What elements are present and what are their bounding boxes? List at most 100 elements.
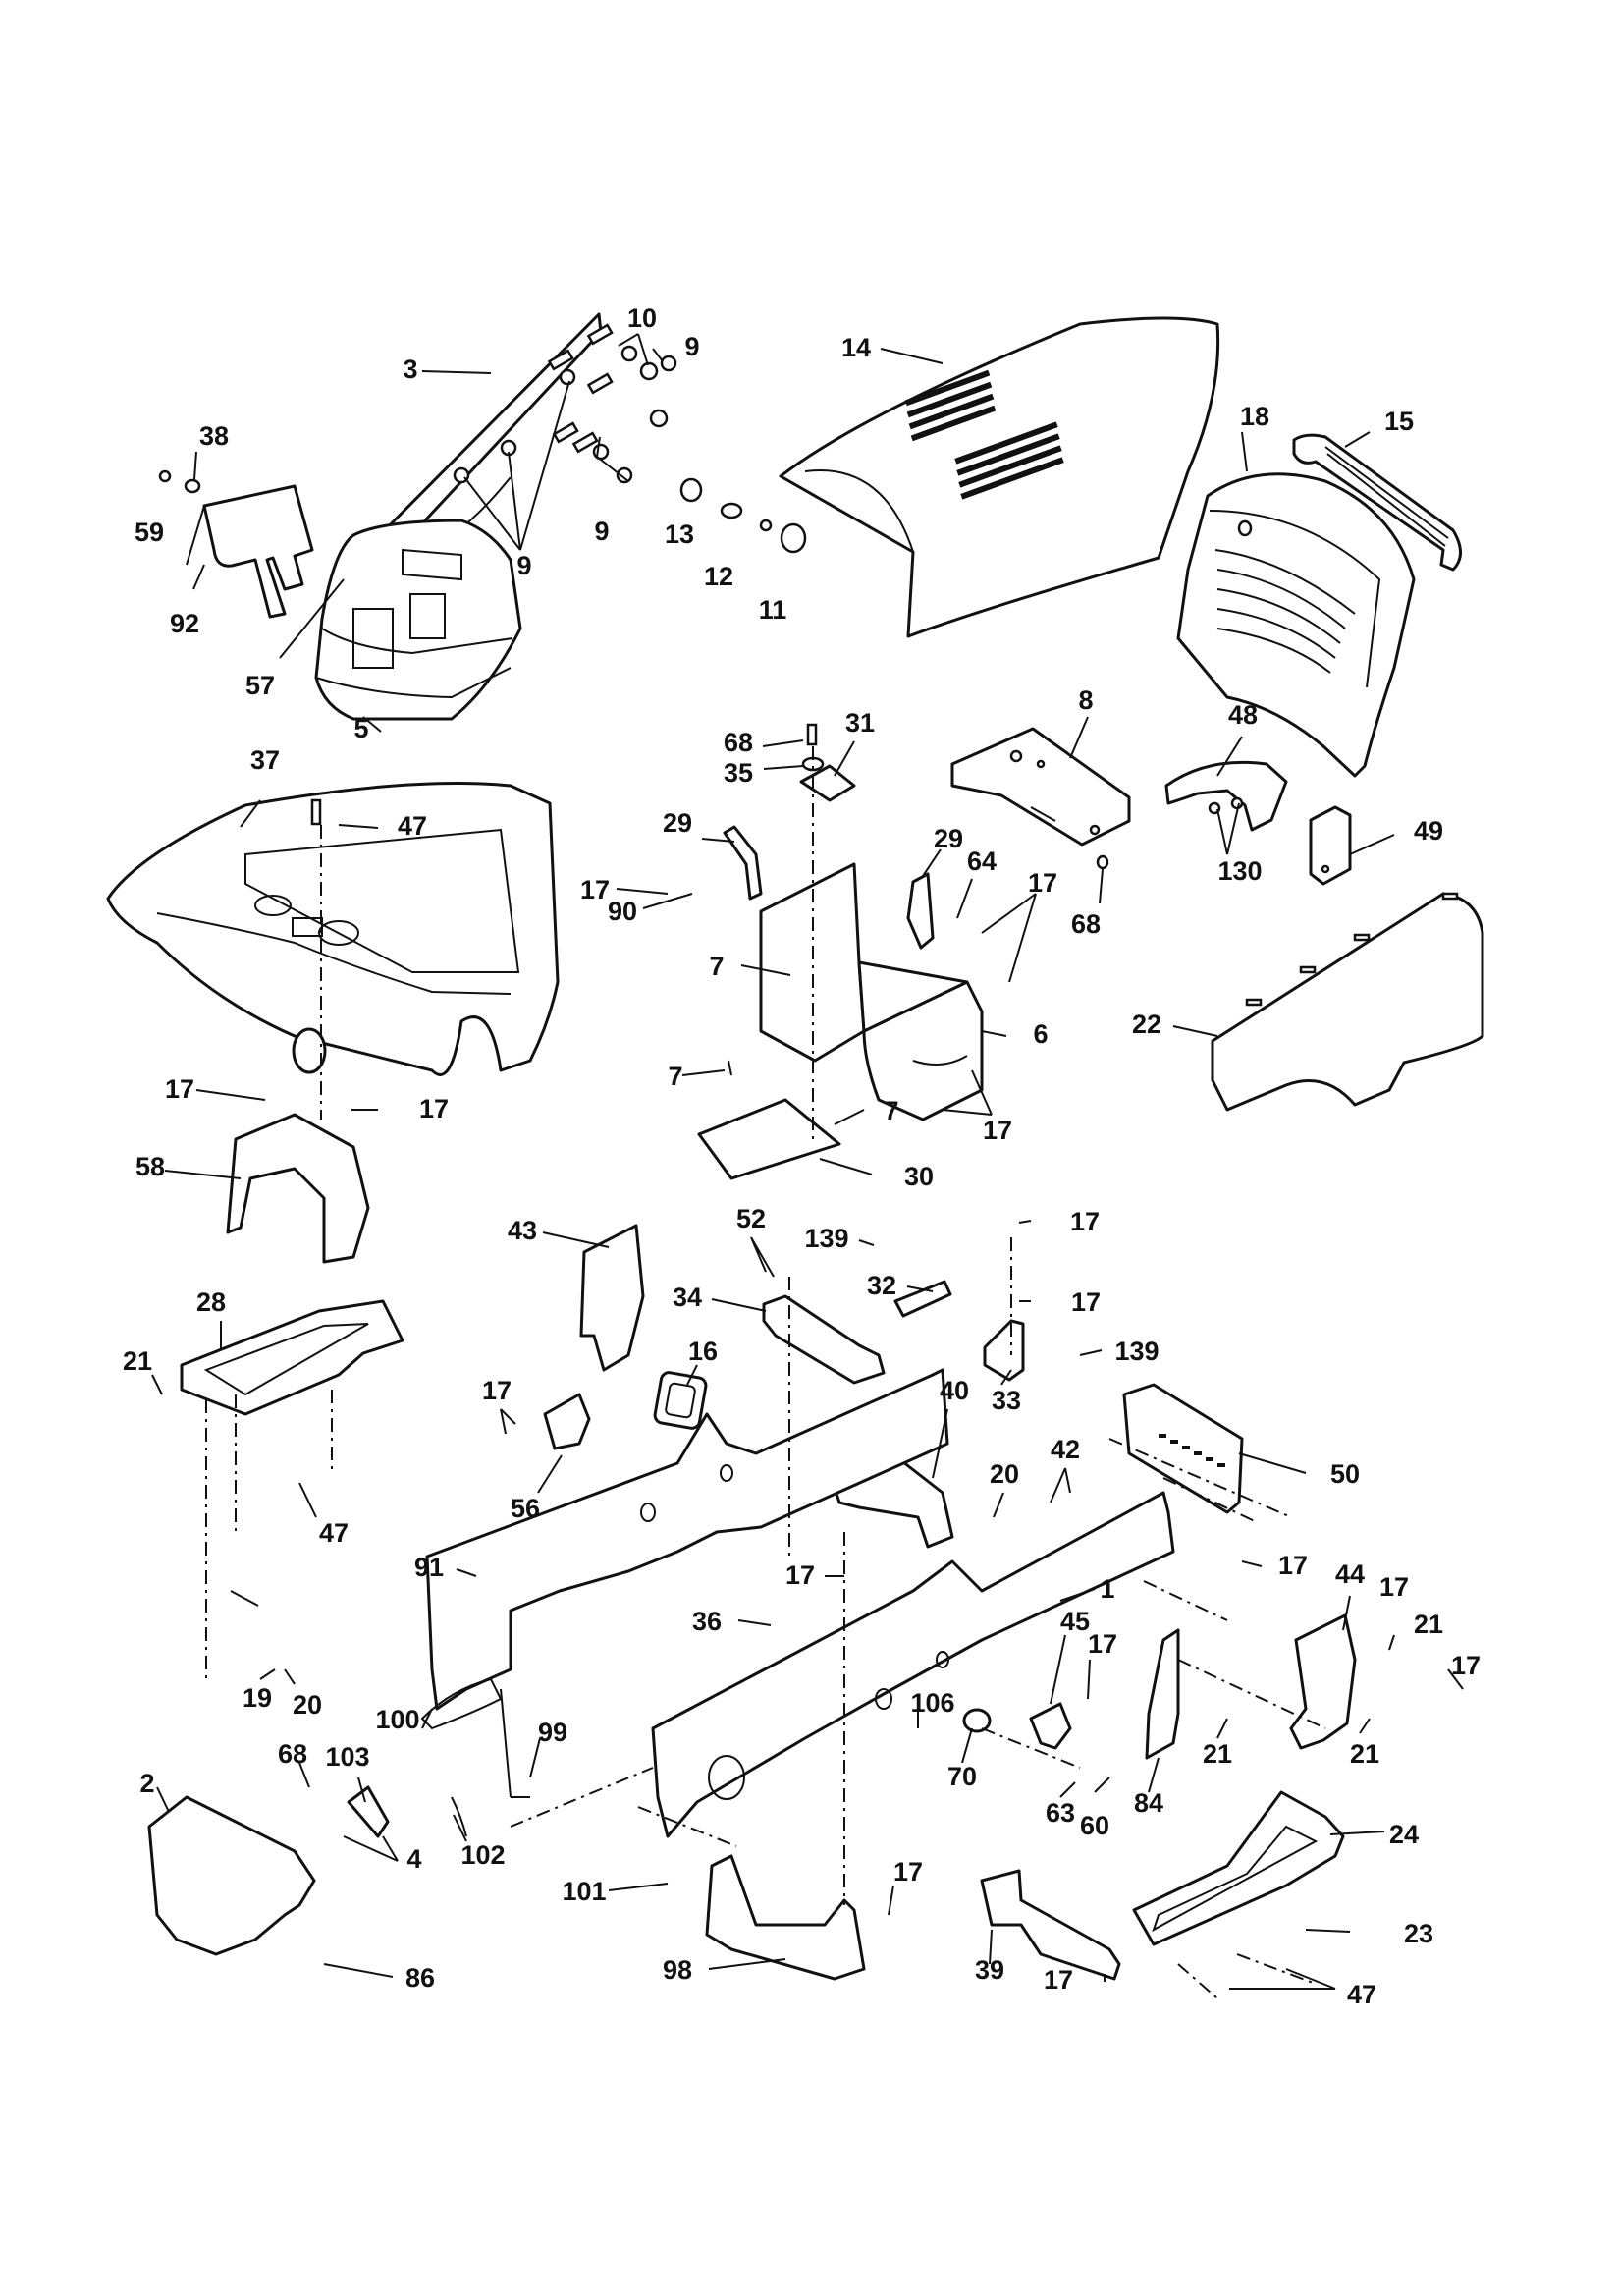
callout-label: 17	[983, 1116, 1012, 1145]
callout-label: 30	[904, 1162, 934, 1191]
callout-label: 21	[1350, 1739, 1379, 1769]
callout-label: 17	[419, 1094, 449, 1123]
part-bracket-34	[762, 1294, 886, 1385]
callout-label: 59	[135, 518, 164, 547]
callout-label: 24	[1389, 1820, 1419, 1849]
callout-label: 8	[1078, 685, 1093, 715]
callout-label: 45	[1060, 1607, 1090, 1636]
callout-label: 7	[709, 952, 724, 981]
part-bracket-58	[226, 1113, 370, 1264]
callout-label: 139	[1114, 1337, 1159, 1366]
callout-label: 102	[460, 1840, 505, 1870]
callout-label: 20	[990, 1459, 1019, 1489]
callout-label: 17	[1044, 1965, 1073, 1995]
callout-label: 17	[893, 1857, 923, 1886]
callout-label: 103	[325, 1742, 369, 1772]
callout-label: 130	[1217, 856, 1262, 886]
callout-label: 9	[594, 517, 609, 546]
callout-label: 22	[1132, 1010, 1161, 1039]
callout-label: 4	[406, 1844, 421, 1874]
callout-label: 19	[243, 1683, 272, 1713]
callout-label: 139	[804, 1224, 848, 1253]
callout-label: 17	[785, 1560, 815, 1590]
leader-lines	[151, 333, 1464, 1990]
part-bracket-43	[579, 1224, 645, 1372]
callout-label: 31	[845, 708, 875, 738]
hardware-screws-9-10	[453, 323, 677, 484]
part-bracket-50	[1122, 1383, 1244, 1514]
part-bracket-84	[1145, 1628, 1180, 1760]
callout-label: 14	[841, 333, 871, 362]
part-bracket-56	[543, 1393, 591, 1450]
callout-label: 86	[405, 1963, 435, 1993]
part-dash-body	[314, 519, 522, 721]
callout-label: 9	[684, 332, 699, 361]
callout-label: 100	[375, 1705, 419, 1734]
pin-102	[451, 1796, 467, 1837]
callout-label: 21	[1414, 1610, 1443, 1639]
callout-label: 64	[967, 847, 997, 876]
callout-label: 48	[1228, 700, 1258, 730]
part-hitch-bracket-45	[1029, 1702, 1072, 1750]
part-103	[347, 1785, 390, 1838]
callout-label: 90	[608, 897, 637, 926]
callout-label: 37	[250, 745, 280, 775]
callout-label: 28	[196, 1287, 226, 1317]
callout-label: 15	[1384, 407, 1414, 436]
callout-label: 17	[482, 1376, 512, 1405]
callout-label: 29	[934, 824, 963, 853]
callout-label: 6	[1033, 1019, 1048, 1049]
callout-label: 33	[992, 1386, 1021, 1415]
callout-labels: 10 9 3 14 18 15 38 59 13 12 11 9 9 92 57…	[123, 303, 1481, 2009]
callout-label: 58	[135, 1152, 165, 1181]
part-frame-rail-right	[651, 1491, 1175, 1838]
part-bracket-29-right	[906, 872, 935, 950]
callout-label: 98	[663, 1955, 692, 1985]
callout-label: 34	[673, 1283, 702, 1312]
bolt-47-top	[310, 798, 322, 826]
callout-label: 3	[403, 355, 417, 384]
callout-label: 17	[1070, 1207, 1100, 1236]
callout-label: 2	[139, 1769, 154, 1798]
part-footrest-left	[180, 1299, 404, 1416]
callout-label: 47	[398, 811, 427, 841]
callout-label: 42	[1051, 1435, 1080, 1464]
callout-label: 17	[1379, 1572, 1409, 1602]
callout-label: 99	[538, 1718, 567, 1747]
callout-label: 68	[278, 1739, 307, 1769]
part-fender	[106, 782, 560, 1076]
callout-label: 17	[1028, 868, 1057, 898]
callout-label: 17	[580, 875, 610, 904]
callout-label: 29	[663, 808, 692, 838]
part-hood	[779, 316, 1220, 638]
callout-label: 11	[759, 595, 787, 625]
part-plate-30	[697, 1098, 841, 1180]
part-bracket-29-left	[723, 825, 763, 901]
part-footrest-right	[1132, 1790, 1345, 1946]
part-rod-99	[420, 1677, 530, 1798]
screw-59	[158, 469, 172, 483]
callout-label: 63	[1046, 1798, 1075, 1828]
callout-label: 12	[704, 562, 733, 591]
callout-label: 56	[511, 1494, 540, 1523]
callout-label: 9	[516, 551, 531, 580]
part-grille-insert	[1292, 433, 1462, 572]
callout-label: 32	[867, 1271, 896, 1300]
callout-label: 23	[1404, 1919, 1433, 1948]
part-bracket-48	[1164, 760, 1288, 832]
callout-label: 50	[1330, 1459, 1360, 1489]
part-bracket-44	[1289, 1613, 1357, 1750]
callout-label: 16	[688, 1337, 718, 1366]
callout-label: 20	[293, 1690, 322, 1720]
callout-label: 92	[170, 609, 199, 638]
part-grommet-16	[653, 1371, 708, 1430]
part-side-panel	[1211, 892, 1484, 1112]
callout-label: 18	[1240, 402, 1269, 431]
callout-label: 47	[319, 1518, 349, 1548]
part-frame-rail-left	[425, 1368, 949, 1711]
part-chassis-support	[759, 862, 984, 1121]
bracket-50-slots	[1159, 1434, 1225, 1467]
callout-label: 52	[736, 1204, 766, 1233]
